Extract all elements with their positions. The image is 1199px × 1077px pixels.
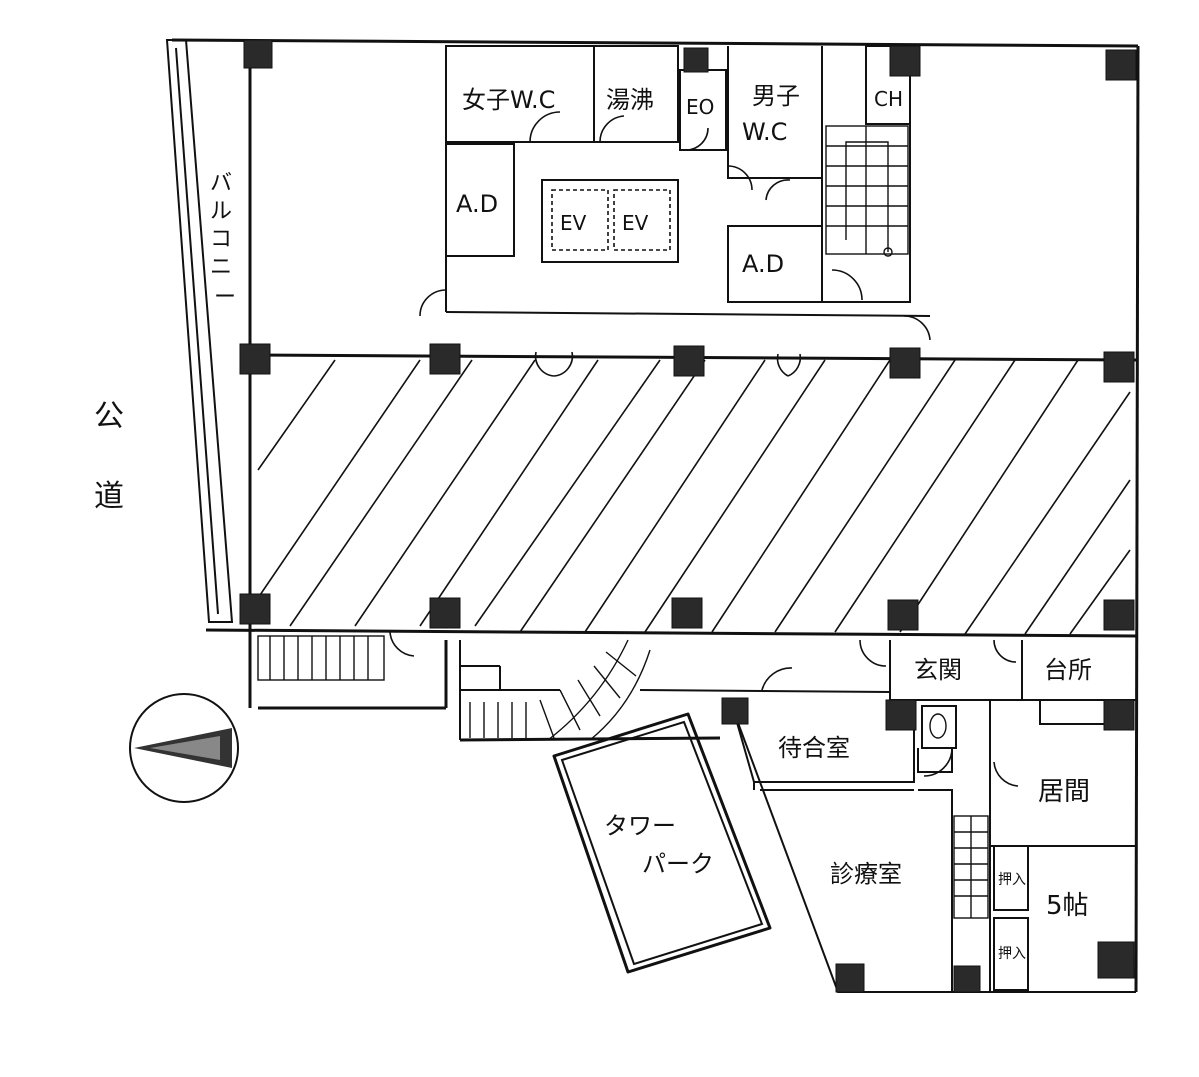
kitchen-label: 台所 bbox=[1044, 656, 1092, 684]
core-stair bbox=[825, 125, 909, 257]
tower-park-label-line2: パーク bbox=[642, 850, 714, 878]
entrance-label: 玄関 bbox=[914, 656, 962, 684]
ev-1-label: EV bbox=[560, 211, 587, 235]
ad-left-label: A.D bbox=[456, 190, 498, 218]
exam-room-label: 診療室 bbox=[830, 860, 902, 888]
room-labels: 公 道 バ ル コ ニ ー 女子W.C 湯沸 EO 男子 W.C CH A.D … bbox=[94, 82, 1092, 962]
balcony-area bbox=[165, 39, 234, 623]
doors bbox=[389, 111, 1019, 787]
lower-wing bbox=[257, 635, 1136, 993]
svg-text:ル: ル bbox=[210, 199, 232, 224]
svg-text:公: 公 bbox=[94, 399, 124, 434]
living-room-label: 居間 bbox=[1038, 777, 1090, 807]
road-label: 公 道 bbox=[94, 399, 124, 514]
hatched-office-area bbox=[257, 359, 1131, 635]
balcony-label: バ ル コ ニ ー bbox=[210, 171, 236, 310]
svg-text:道: 道 bbox=[94, 479, 124, 514]
tower-park bbox=[552, 712, 772, 974]
tower-park-label-line1: タワー bbox=[604, 812, 676, 840]
womens-wc-label: 女子W.C bbox=[462, 86, 555, 114]
closet-1-label: 押入 bbox=[998, 872, 1026, 888]
tatami-room-label: 5帖 bbox=[1046, 891, 1089, 921]
columns bbox=[239, 39, 1137, 993]
mens-wc-label-line1: 男子 bbox=[752, 82, 800, 110]
ad-right-label: A.D bbox=[742, 250, 784, 278]
kitchenette-label: 湯沸 bbox=[606, 86, 654, 114]
eo-label: EO bbox=[686, 95, 714, 119]
closet-2-label: 押入 bbox=[998, 946, 1026, 962]
mens-wc-label-line2: W.C bbox=[742, 118, 787, 146]
core-rooms bbox=[445, 45, 931, 317]
svg-text:ニ: ニ bbox=[210, 255, 232, 280]
svg-text:バ: バ bbox=[210, 171, 232, 196]
svg-text:コ: コ bbox=[210, 227, 232, 252]
svg-text:ー: ー bbox=[214, 285, 236, 310]
ev-2-label: EV bbox=[622, 211, 649, 235]
waiting-room-label: 待合室 bbox=[778, 734, 850, 762]
compass-icon bbox=[129, 693, 239, 803]
ch-label: CH bbox=[874, 87, 903, 111]
